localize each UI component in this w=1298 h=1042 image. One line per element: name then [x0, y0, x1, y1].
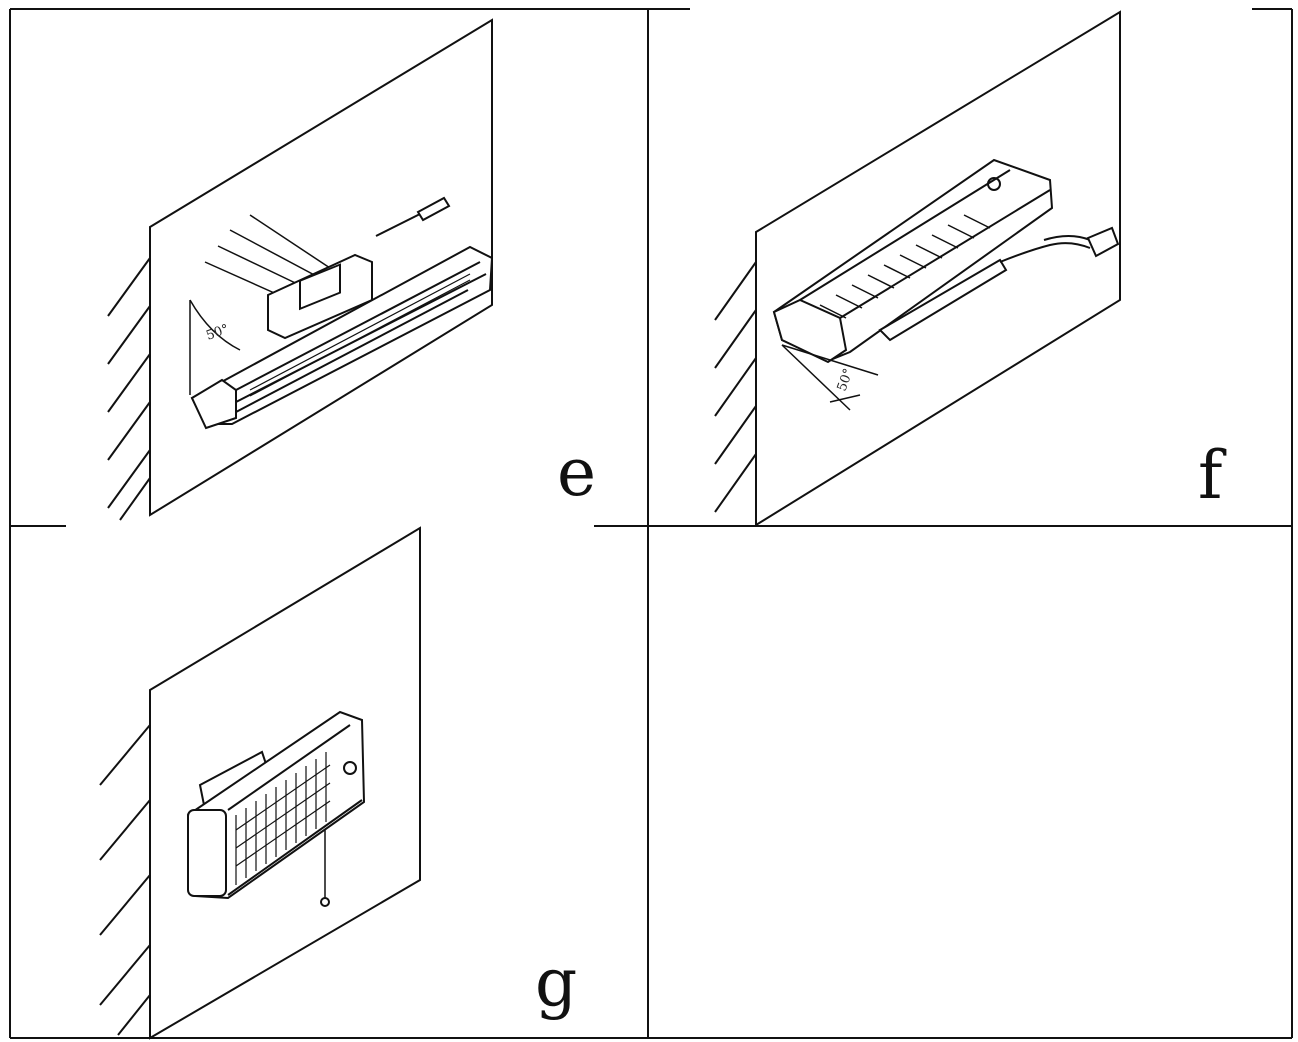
grid-frame — [9, 8, 1293, 1039]
heater-unit — [772, 158, 1120, 364]
panel-g-label: g — [535, 944, 577, 1021]
panel-f-label: f — [1198, 437, 1227, 514]
grille — [235, 752, 331, 885]
panel-e — [107, 18, 494, 521]
knob-icon — [343, 761, 357, 775]
angle-arc — [189, 299, 241, 351]
panel-f — [714, 10, 1121, 527]
screwdriver-icon — [375, 196, 451, 237]
panel-e-label: e — [557, 434, 596, 511]
wall-hatch — [107, 257, 151, 521]
panel-f-angle-label: 50° — [835, 367, 857, 394]
grille-fins — [819, 214, 991, 319]
wall-plane — [149, 18, 493, 517]
wall-hatch — [99, 724, 151, 1036]
wall-plane — [149, 526, 421, 1040]
heater-unit — [190, 245, 494, 430]
heater-unit — [186, 710, 366, 907]
wall-hatch — [714, 261, 757, 513]
wall-plane — [755, 10, 1121, 527]
angle-lines — [781, 344, 879, 411]
panel-e-angle-label: 50° — [204, 322, 231, 344]
plug-icon — [1086, 226, 1120, 258]
panel-g — [99, 526, 421, 1040]
power-cord — [999, 242, 1091, 263]
